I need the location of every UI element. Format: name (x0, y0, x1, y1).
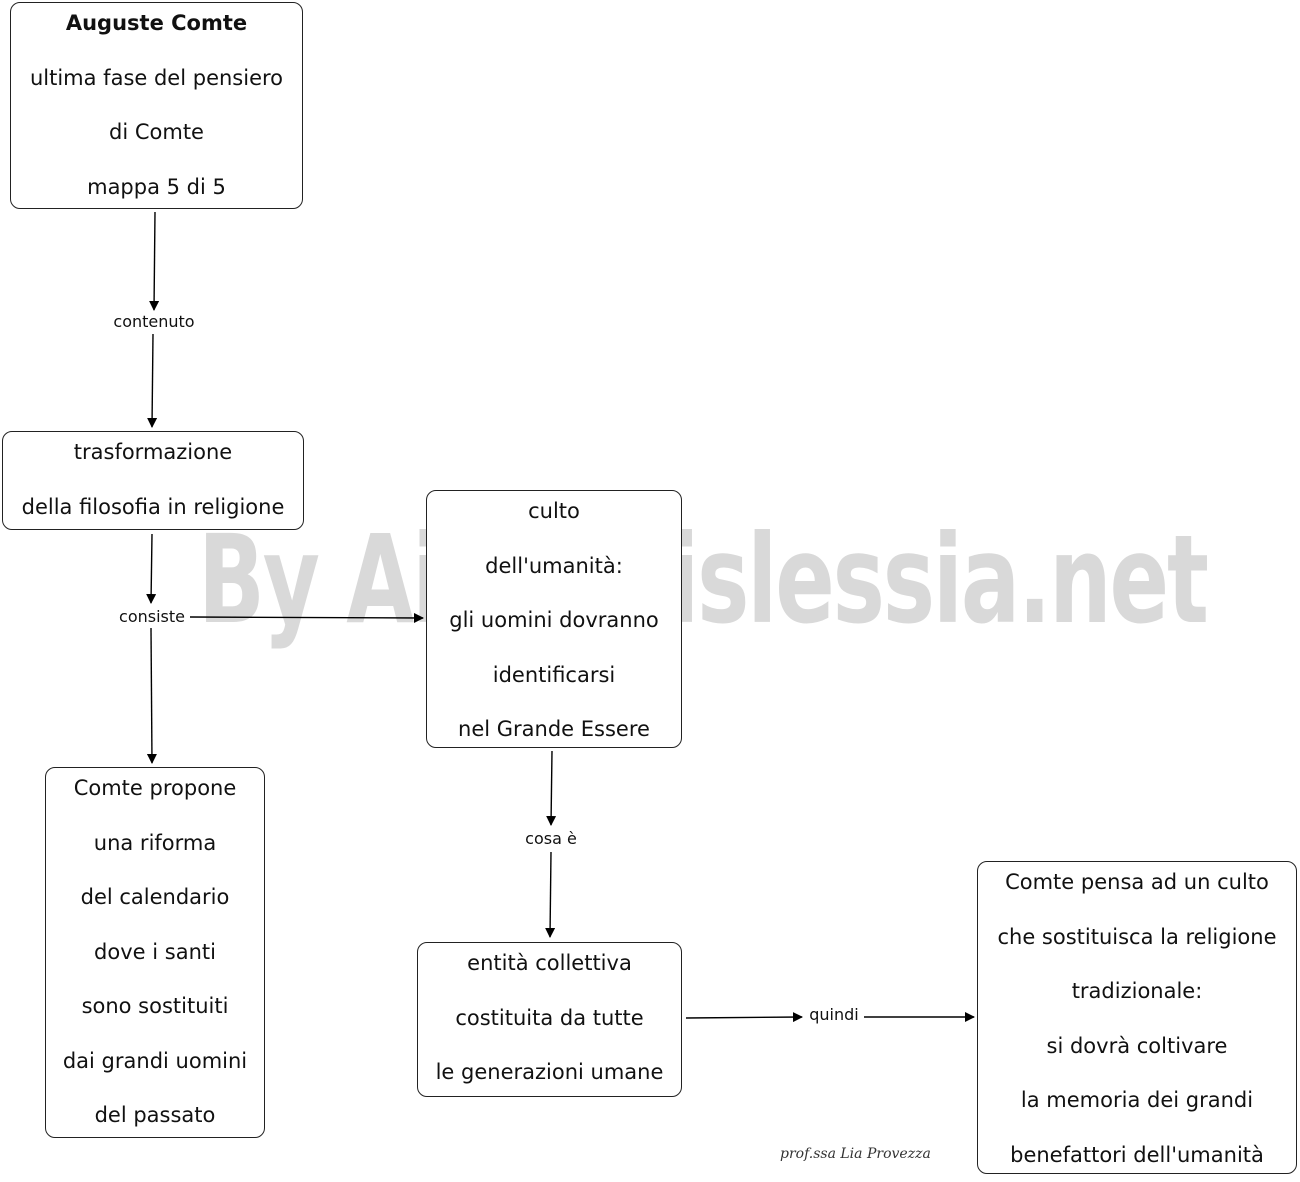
link-label-contenuto: contenuto (110, 312, 197, 332)
node-line: tradizionale: (1072, 964, 1203, 1019)
node-title: Auguste Comte (66, 0, 247, 51)
arrow-n2-to-consiste (151, 534, 152, 603)
node-riforma-calendario: Comte propone una riforma del calendario… (45, 767, 265, 1138)
node-line: trasformazione (74, 425, 232, 480)
node-line: nel Grande Essere (458, 702, 650, 757)
node-line: costituita da tutte (455, 991, 643, 1046)
node-line: gli uomini dovranno (449, 593, 659, 648)
arrow-cosa-e-to-n5 (550, 852, 551, 937)
node-culto-umanita: culto dell'umanità: gli uomini dovranno … (426, 490, 682, 748)
node-line: sono sostituiti (82, 979, 229, 1034)
arrow-n3-to-cosa-e (551, 751, 552, 825)
node-line: le generazioni umane (436, 1045, 664, 1100)
node-trasformazione: trasformazione della filosofia in religi… (2, 431, 304, 530)
node-auguste-comte: Auguste Comte ultima fase del pensiero d… (10, 2, 303, 209)
node-line: mappa 5 di 5 (87, 160, 226, 215)
node-line: culto (528, 484, 580, 539)
arrow-consiste-to-n3 (190, 617, 423, 618)
link-label-quindi: quindi (806, 1005, 861, 1025)
arrow-n1-to-contenuto (154, 212, 155, 310)
arrow-n5-to-quindi (686, 1017, 802, 1018)
node-line: entità collettiva (467, 936, 632, 991)
node-line: una riforma (94, 816, 216, 871)
node-line: del calendario (81, 870, 230, 925)
arrow-consiste-to-n4 (151, 628, 152, 763)
node-line: identificarsi (493, 648, 616, 703)
node-line: si dovrà coltivare (1047, 1019, 1228, 1074)
node-line: Comte pensa ad un culto (1005, 855, 1269, 910)
node-line: che sostituisca la religione (997, 910, 1276, 965)
node-line: benefattori dell'umanità (1010, 1128, 1264, 1182)
node-line: dell'umanità: (485, 539, 623, 594)
link-label-consiste: consiste (116, 607, 188, 627)
node-entita-collettiva: entità collettiva costituita da tutte le… (417, 942, 682, 1097)
node-line: dai grandi uomini (63, 1034, 247, 1089)
node-line: dove i santi (94, 925, 216, 980)
node-line: di Comte (109, 105, 204, 160)
node-line: ultima fase del pensiero (30, 51, 283, 106)
node-line: del passato (95, 1088, 216, 1143)
node-line: la memoria dei grandi (1021, 1073, 1253, 1128)
arrow-contenuto-to-n2 (152, 334, 153, 427)
node-line: Comte propone (74, 761, 237, 816)
node-line: della filosofia in religione (22, 480, 285, 535)
link-label-cosa-e: cosa è (522, 829, 580, 849)
node-culto-memoria: Comte pensa ad un culto che sostituisca … (977, 861, 1297, 1174)
signature: prof.ssa Lia Provezza (780, 1146, 931, 1162)
